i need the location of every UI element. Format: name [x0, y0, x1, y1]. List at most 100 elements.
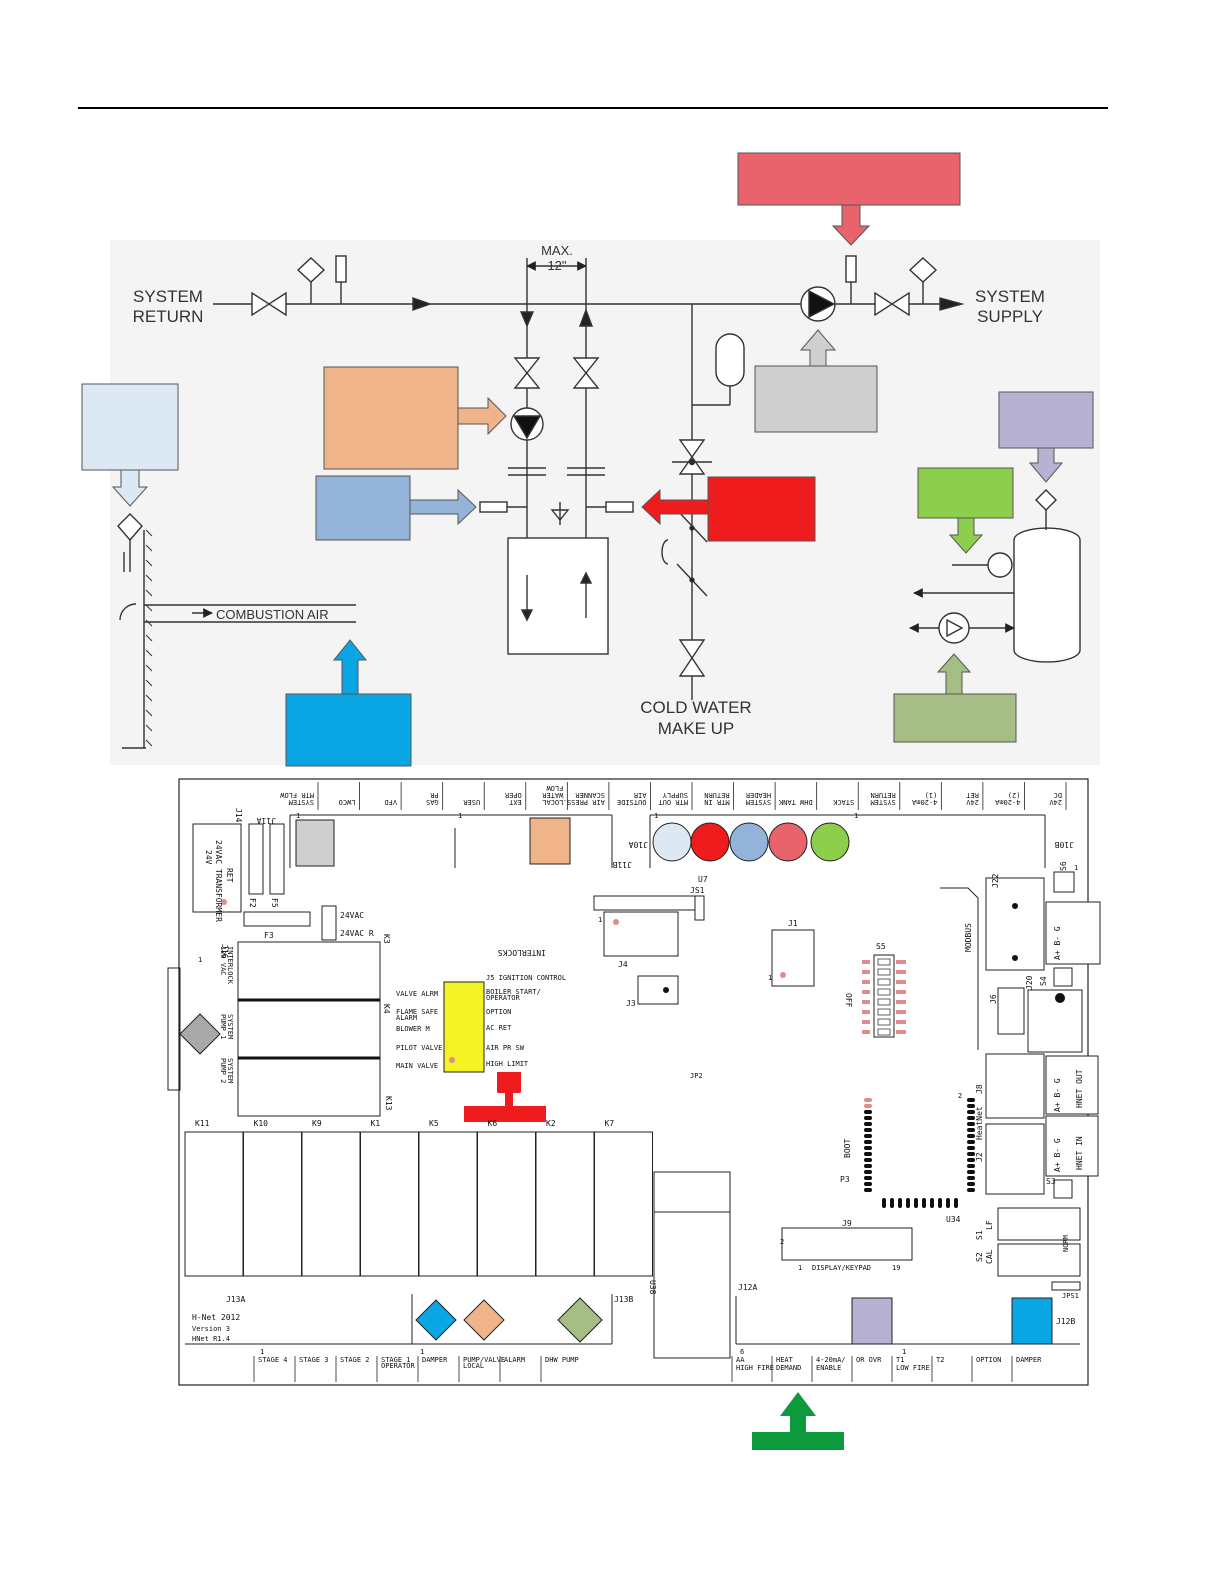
right-label-1: A+ B- G [1053, 1078, 1062, 1112]
label-j13a: J13A [226, 1295, 245, 1304]
label-j6: J6 [989, 994, 998, 1004]
terminal-system-pump [179, 1013, 221, 1055]
relay-label: K7 [605, 1119, 615, 1128]
dip-pad [896, 960, 906, 964]
dip-pad [862, 1010, 870, 1014]
connector-labels: J11A J14 J11B J10A J10B U7 JS1 J1 J4 J3 … [220, 808, 1079, 1326]
callout-green-arrow [948, 517, 984, 554]
label-u34: U34 [946, 1215, 961, 1224]
j5-left-label-0: VALVE ALRM [396, 990, 438, 998]
terminal-dhw-tank [810, 822, 850, 862]
label-p3: P3 [840, 1175, 850, 1184]
callout-lavender [998, 391, 1094, 449]
pin-one-marker: 1 [598, 916, 602, 924]
max-12-label: 12" [547, 258, 566, 273]
header-pin [864, 1098, 872, 1102]
top-label-6: LOCALWATERFLOW [541, 784, 563, 806]
label-j9: J9 [842, 1219, 852, 1228]
make-up-label: MAKE UP [658, 719, 735, 738]
relay-k2 [535, 1131, 595, 1277]
top-label-15: 4-20mA(1) [911, 791, 937, 806]
header-pin [967, 1134, 975, 1138]
relay-k5 [418, 1131, 478, 1277]
label-s5: S5 [876, 942, 886, 951]
relay-k7 [594, 1131, 653, 1277]
terminal-dhw-pump [557, 1297, 603, 1343]
dip-switch[interactable] [877, 968, 891, 976]
label-j1: J1 [788, 919, 798, 928]
pin-one-marker: 1 [296, 812, 300, 820]
pin-one-marker: 1 [458, 812, 462, 820]
top-label-12: DHW TANK [778, 798, 813, 806]
dip-switch[interactable] [877, 958, 891, 966]
j5-right-label-4: AIR PR SW [486, 1044, 525, 1052]
version-labels: H-Net 2012 Version 3 HNet R1.4 [192, 1313, 240, 1343]
relay-k10 [243, 1131, 302, 1277]
label-24vac: 24VAC [340, 911, 364, 920]
label-interlocks: INTERLOCKS [498, 948, 546, 957]
header-pin [864, 1152, 872, 1156]
pin-one-marker: 1 [420, 1348, 424, 1356]
bottom-right-label-6: OPTION [976, 1356, 1001, 1364]
header-pin [864, 1134, 872, 1138]
j5-right-label-0: J5 IGNITION CONTROL [486, 974, 566, 982]
header-pin [882, 1198, 886, 1208]
dip-pad [862, 1030, 870, 1034]
label-j3: J3 [626, 999, 636, 1008]
dip-switch[interactable] [877, 988, 891, 996]
label-off: OFF [844, 993, 853, 1008]
relay-label: K1 [371, 1119, 381, 1128]
label-j4: J4 [618, 960, 628, 969]
j5-left-label-3: PILOT VALVE [396, 1044, 442, 1052]
header-pin [967, 1116, 975, 1120]
relay-k11 [184, 1131, 244, 1277]
header-pin [864, 1146, 872, 1150]
top-label-9: MTR OUTSUPPLY [658, 791, 688, 806]
bottom-left-label-2: STAGE 2 [340, 1356, 370, 1364]
pin-one-marker: 1 [1074, 864, 1078, 872]
terminal-pump-valve [463, 1299, 505, 1341]
dip-switch[interactable] [877, 978, 891, 986]
dip-pad [896, 1010, 906, 1014]
header-pin [967, 1098, 975, 1102]
bottom-right-label-2: 4-20mA/ENABLE [816, 1356, 846, 1372]
dip-switch[interactable] [877, 998, 891, 1006]
transformer-labels: 24VAC TRANSFORMER 24V RET 24VAC 24VAC R … [204, 840, 546, 957]
version-line-1: H-Net 2012 [192, 1313, 240, 1322]
dip-switch[interactable] [877, 1028, 891, 1036]
label-js1: JS1 [690, 886, 705, 895]
header-pin [954, 1198, 958, 1208]
top-label-14: SYSTEMRETURN [870, 791, 895, 806]
dip-switch[interactable] [877, 1018, 891, 1026]
terminal-damper-out [1011, 1297, 1053, 1345]
header-pin [864, 1110, 872, 1114]
label-s1: S1 [975, 1230, 984, 1240]
piping-labels: SYSTEM RETURN SYSTEM SUPPLY MAX. 12" COM… [133, 243, 1045, 738]
header-pin [906, 1198, 910, 1208]
header-pin [967, 1176, 975, 1180]
callout-red-top [737, 152, 961, 206]
dip-pad [896, 1030, 906, 1034]
callout-lavender-arrow [1028, 447, 1064, 483]
j5-right-label-3: AC RET [486, 1024, 512, 1032]
dip-switch[interactable] [877, 1008, 891, 1016]
callout-steel-blue-arrow [409, 488, 477, 526]
pin-one-marker: 1 [768, 974, 772, 982]
pin-one-marker: 1 [198, 956, 202, 964]
callout-red [707, 476, 816, 542]
j5-right-label-1: BOILER START/OPERATOR [486, 988, 541, 1002]
terminal-local-flow [529, 817, 571, 865]
label-heatnet: HeatNet [975, 1106, 984, 1140]
relay-label: K11 [195, 1119, 210, 1128]
header-pin [967, 1164, 975, 1168]
label-s4: S4 [1039, 976, 1048, 986]
pin-one-marker: 6 [740, 1348, 744, 1356]
terminal-mtr-out [690, 822, 730, 862]
top-label-8: OUTSIDEAIR [617, 791, 647, 806]
relay-k6 [477, 1131, 536, 1277]
label-j14: J14 [234, 808, 243, 823]
pin-one-marker: 1 [854, 812, 858, 820]
label-j11a: J11A [257, 816, 276, 825]
